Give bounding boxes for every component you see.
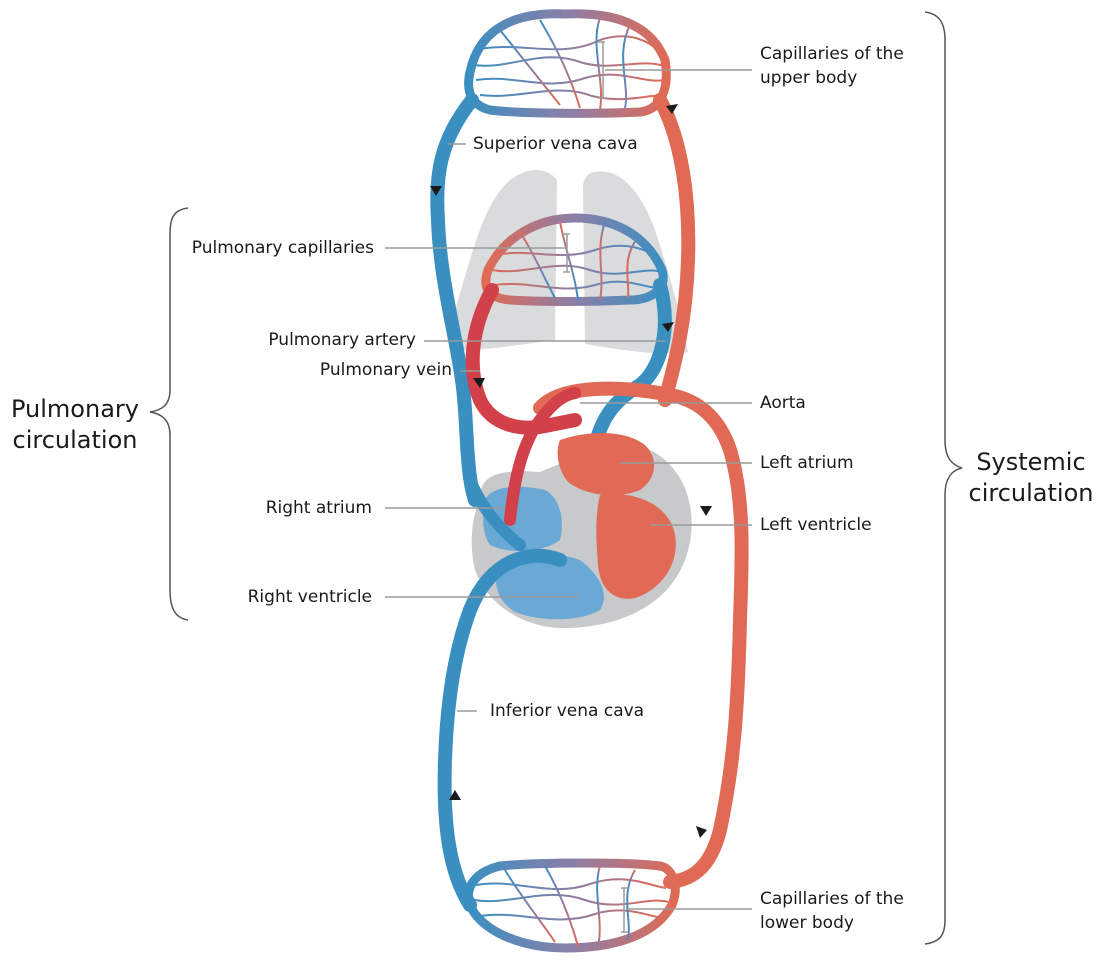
label-capillaries-lower-line1: Capillaries of the xyxy=(760,887,904,911)
upper-capillary-bed xyxy=(469,14,667,114)
label-systemic-circulation-line2: circulation xyxy=(966,478,1096,509)
label-right-ventricle: Right ventricle xyxy=(190,585,372,609)
label-systemic-circulation: Systemic circulation xyxy=(966,447,1096,509)
label-capillaries-upper-line2: upper body xyxy=(760,66,904,90)
systemic-brace xyxy=(925,12,962,944)
arrow-down-lower xyxy=(696,826,707,838)
label-capillaries-lower-line2: lower body xyxy=(760,911,904,935)
arrow-down-aorta xyxy=(700,506,712,516)
label-inferior-vena-cava: Inferior vena cava xyxy=(490,699,644,723)
label-superior-vena-cava: Superior vena cava xyxy=(473,132,638,156)
pulmonary-brace xyxy=(150,208,188,620)
label-pulmonary-vein: Pulmonary vein xyxy=(240,358,452,382)
label-pulmonary-capillaries: Pulmonary capillaries xyxy=(150,236,374,260)
label-left-atrium: Left atrium xyxy=(760,451,854,475)
label-systemic-circulation-line1: Systemic xyxy=(966,447,1096,478)
label-pulmonary-circulation-line1: Pulmonary xyxy=(4,394,146,425)
label-capillaries-lower: Capillaries of the lower body xyxy=(760,887,904,935)
label-left-ventricle: Left ventricle xyxy=(760,513,872,537)
label-aorta: Aorta xyxy=(760,391,806,415)
right-lung xyxy=(583,172,688,354)
label-capillaries-upper: Capillaries of the upper body xyxy=(760,42,904,90)
left-lung xyxy=(450,170,557,350)
label-pulmonary-circulation-line2: circulation xyxy=(4,425,146,456)
lower-capillary-bed xyxy=(468,863,675,948)
label-capillaries-upper-line1: Capillaries of the xyxy=(760,42,904,66)
label-pulmonary-artery: Pulmonary artery xyxy=(220,328,416,352)
label-right-atrium: Right atrium xyxy=(200,496,372,520)
label-pulmonary-circulation: Pulmonary circulation xyxy=(4,394,146,456)
